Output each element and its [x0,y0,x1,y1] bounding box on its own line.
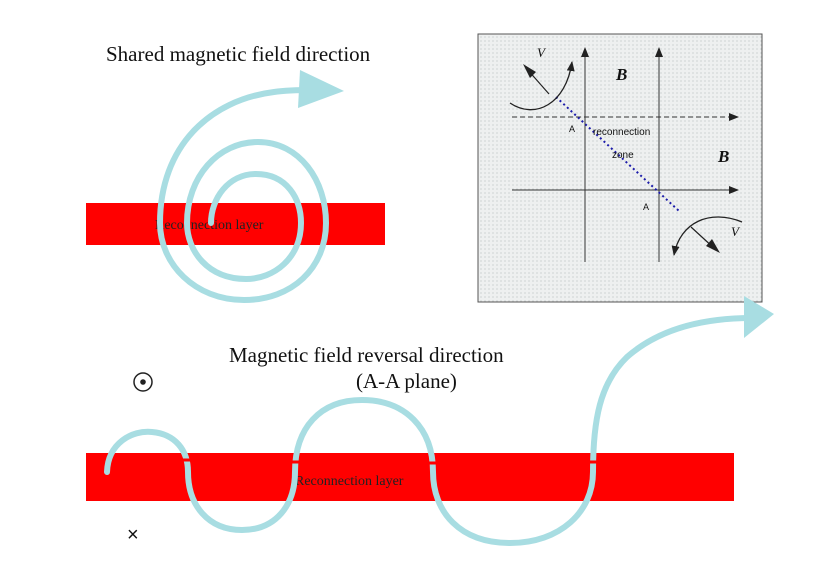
inset-label-b-right: B [717,147,729,166]
out-of-page-symbol [133,372,153,392]
inset-label-a-upper: A [569,124,575,134]
top-reconnection-layer [86,203,385,245]
into-page-symbol: × [127,524,139,546]
inset-label-v-lower: V [731,224,741,239]
spiral-field-line [156,87,330,304]
upper-flow-arc [509,61,575,111]
lower-flow-arc [671,216,743,256]
spiral-arrowhead [298,70,344,108]
wavy-field-line [104,315,755,547]
inset-label-zone: zone [612,150,634,161]
wavy-line-breaks [182,458,599,465]
top-diagram-title: Shared magnetic field direction [106,42,371,66]
inset-label-v-upper: V [537,45,547,60]
wavy-arrowhead [744,296,774,338]
inset-label-b-upper: B [615,65,627,84]
inset-label-a-lower: A [643,202,649,212]
inset-panel [477,33,763,303]
bottom-layer-label: Reconnection layer [295,474,404,489]
inset-label-reconnection: reconnection [593,127,650,138]
bottom-diagram-title: Magnetic field reversal direction [229,343,504,367]
bottom-diagram-subtitle: (A-A plane) [356,369,457,393]
